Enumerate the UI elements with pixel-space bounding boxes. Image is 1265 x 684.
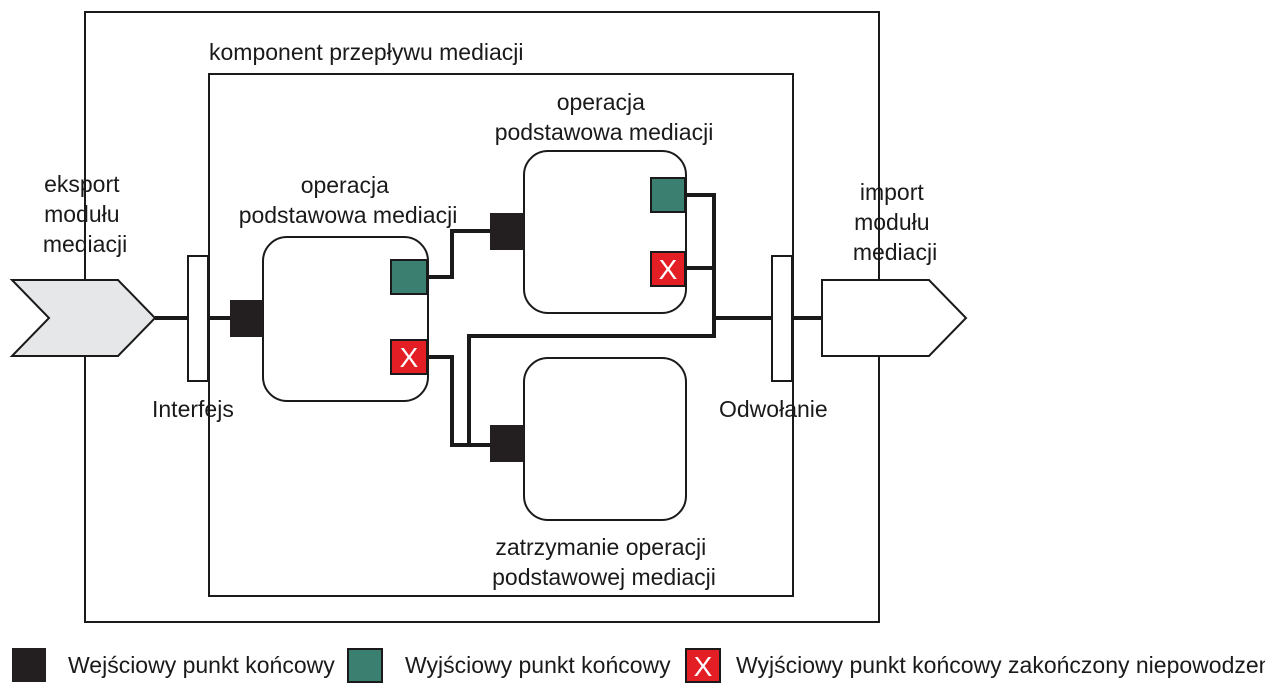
legend: Wejściowy punkt końcowy Wyjściowy punkt … bbox=[12, 648, 1265, 683]
export-label: eksport modułu mediacji bbox=[43, 171, 127, 257]
import-shape[interactable] bbox=[821, 279, 968, 357]
reference-label: Odwołanie bbox=[719, 396, 828, 422]
interface-label: Interfejs bbox=[152, 396, 234, 422]
legend-output-terminal-label: Wyjściowy punkt końcowy bbox=[405, 652, 671, 678]
reference-bar[interactable] bbox=[771, 255, 793, 382]
mediation-primitive-2[interactable] bbox=[523, 150, 687, 314]
primitive-2-fail-x-icon: X bbox=[659, 254, 678, 285]
primitive-2-input-terminal[interactable] bbox=[490, 213, 524, 250]
primitive-2-label: operacja podstawowa mediacji bbox=[495, 89, 714, 145]
wire-primitive1-fail-to-stop bbox=[428, 355, 490, 447]
stop-primitive-input-terminal[interactable] bbox=[490, 425, 524, 462]
legend-fail-terminal-icon bbox=[685, 648, 721, 683]
wire-primitive1-output-to-primitive2 bbox=[428, 229, 490, 279]
legend-fail-terminal-label: Wyjściowy punkt końcowy zakończony niepo… bbox=[736, 652, 1265, 678]
primitive-1-fail-terminal[interactable] bbox=[390, 339, 428, 375]
primitive-1-label: operacja podstawowa mediacji bbox=[239, 172, 458, 228]
primitive-1-output-terminal[interactable] bbox=[390, 259, 428, 295]
legend-input-terminal-label: Wejściowy punkt końcowy bbox=[68, 652, 335, 678]
legend-output-terminal-icon bbox=[347, 648, 383, 683]
wire-primitive2-fail-to-stop bbox=[467, 266, 716, 447]
primitive-1-input-terminal[interactable] bbox=[230, 300, 263, 337]
primitive-2-output-terminal[interactable] bbox=[650, 177, 686, 213]
interface-bar[interactable] bbox=[187, 255, 209, 382]
stop-primitive[interactable] bbox=[523, 357, 687, 521]
primitive-2-fail-terminal[interactable] bbox=[650, 251, 686, 287]
legend-input-terminal-icon bbox=[12, 648, 46, 682]
wire-primitive2-output-to-import bbox=[686, 193, 822, 320]
legend-fail-x-icon: X bbox=[694, 651, 713, 682]
primitive-1-fail-x-icon: X bbox=[400, 342, 419, 373]
import-label: import modułu mediacji bbox=[853, 179, 937, 265]
stop-primitive-label: zatrzymanie operacji podstawowej mediacj… bbox=[492, 534, 716, 590]
mediation-flow-component-label: komponent przepływu mediacji bbox=[209, 39, 524, 65]
export-shape[interactable] bbox=[9, 279, 157, 357]
